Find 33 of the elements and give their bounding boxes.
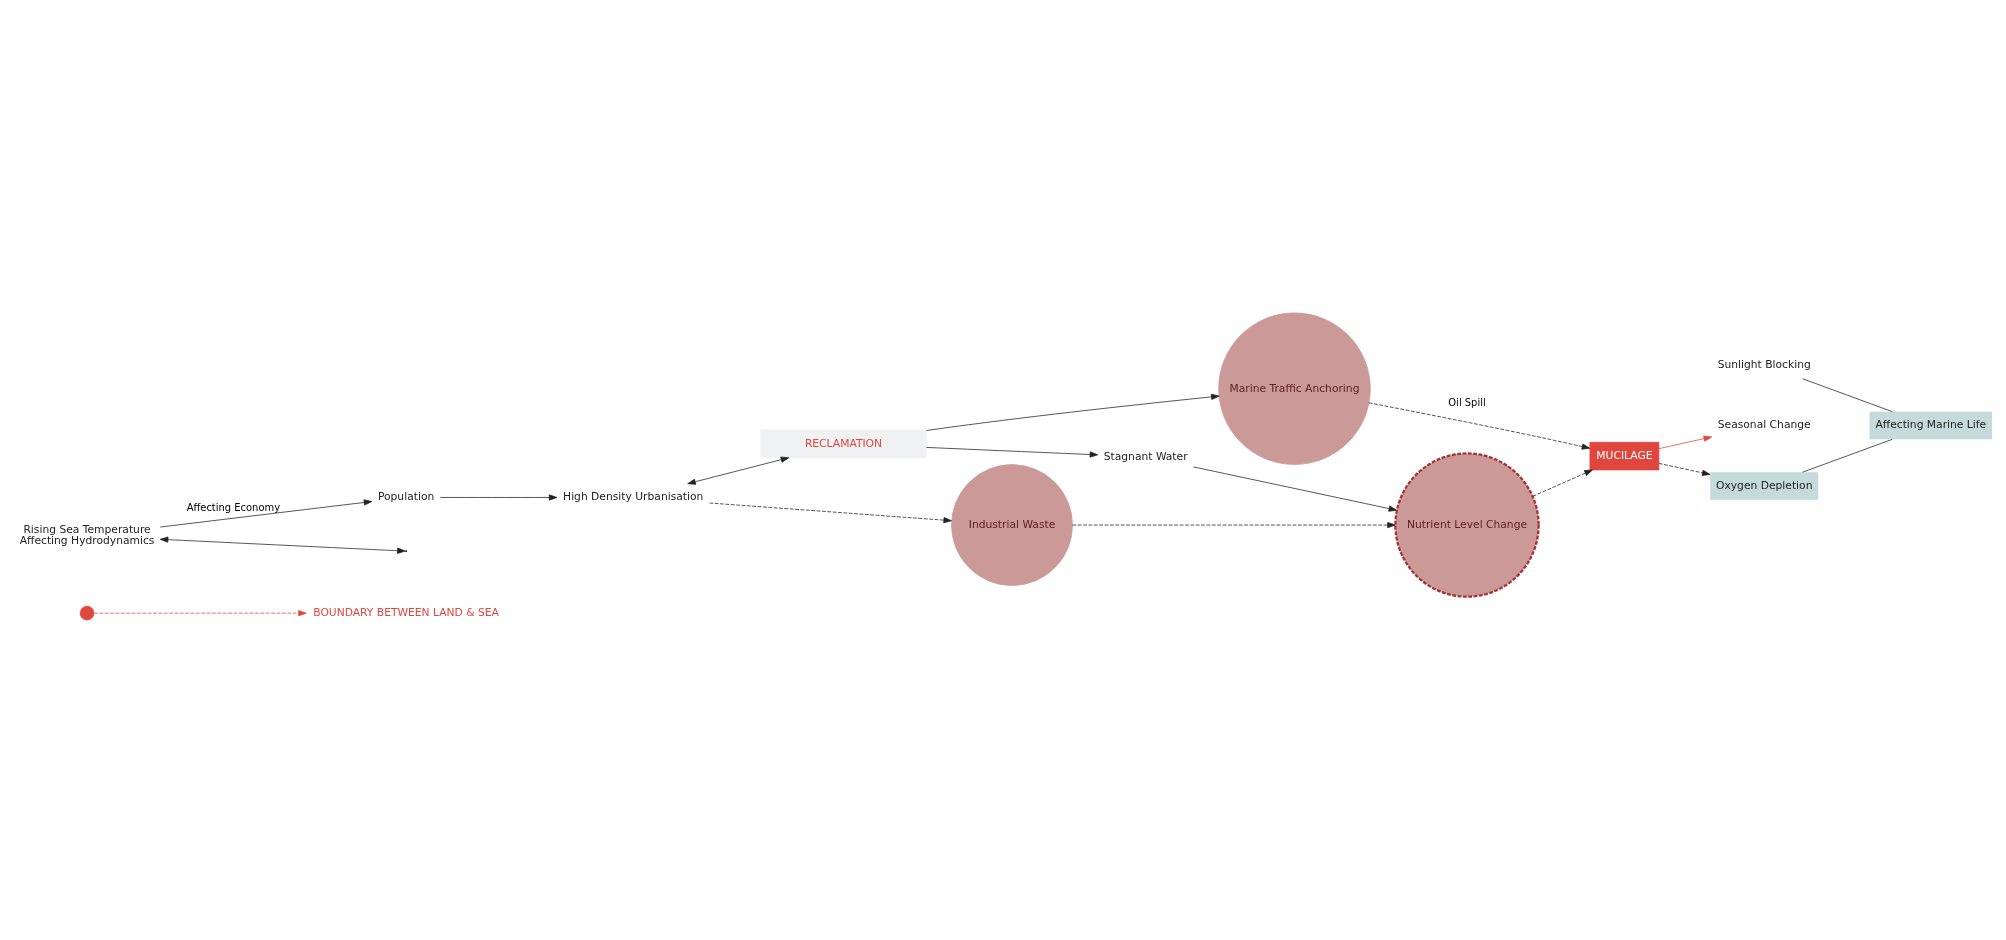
node-text: Sunlight Blocking — [1717, 357, 1811, 371]
node-box: Affecting Marine Life — [1869, 411, 1993, 440]
arrow — [440, 494, 558, 501]
node-circle — [79, 605, 95, 621]
arrow — [709, 502, 952, 524]
node-box: Oxygen Depletion — [1710, 472, 1819, 500]
connector — [1802, 378, 1893, 412]
arrow — [1193, 466, 1398, 512]
node-text: Stagnant Water — [1103, 449, 1188, 463]
edge-label: Affecting Economy — [186, 501, 281, 513]
node-text: Rising Sea Temperature Affecting Hydrodynamics — [19, 522, 155, 548]
arrow — [1658, 435, 1713, 449]
arrow — [926, 393, 1220, 431]
arrow — [1532, 469, 1593, 497]
node-box: MUCILAGE — [1589, 441, 1660, 471]
arrow — [159, 499, 373, 528]
arrow — [926, 447, 1099, 458]
connector — [1802, 438, 1893, 473]
node-text: BOUNDARY BETWEEN LAND & SEA — [313, 605, 499, 619]
node-circle: Marine Traffic Anchoring — [1218, 312, 1371, 465]
arrow — [159, 536, 406, 554]
arrow — [1368, 402, 1591, 450]
arrow — [1658, 463, 1711, 476]
arrow — [93, 610, 307, 617]
node-circle: Nutrient Level Change — [1394, 452, 1540, 598]
node-box: RECLAMATION — [760, 429, 927, 459]
node-circle: Industrial Waste — [951, 464, 1073, 586]
arrow — [687, 456, 790, 485]
arrow — [1072, 522, 1396, 529]
node-text: Population — [377, 490, 435, 504]
edge-label: Oil Spill — [1448, 396, 1486, 408]
node-text: Seasonal Change — [1717, 418, 1811, 432]
node-text: High Density Urbanisation — [563, 490, 704, 504]
